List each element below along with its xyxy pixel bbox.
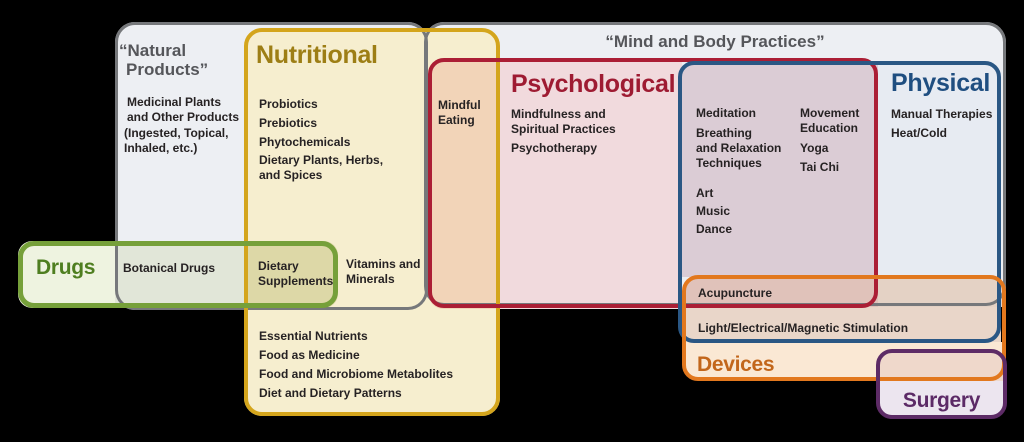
acupuncture-region-left — [683, 277, 878, 308]
medicinal-plants-label: Medicinal Plants and Other Products — [127, 95, 240, 124]
music-label: Music — [696, 204, 731, 218]
physical-fill — [878, 62, 1000, 277]
surgery-devices-overlap — [877, 350, 1006, 381]
food-as-medicine-label: Food as Medicine — [259, 348, 360, 362]
mindful-eating-region — [429, 59, 498, 309]
meditation-label: Meditation — [696, 106, 756, 120]
psychological-box — [428, 58, 878, 308]
dietary-supplements-label: Dietary Supplements — [258, 259, 334, 288]
mind-body-title: “Mind and Body Practices” — [605, 32, 825, 51]
nutritional-box — [244, 28, 500, 416]
mindfulness-label: Mindfulness and Spiritual Practices — [511, 107, 616, 136]
manual-therapies-label: Manual Therapies — [891, 107, 993, 121]
psychological-fill — [498, 59, 682, 309]
drugs-fill — [18, 241, 115, 308]
ingested-topical-label: (Ingested, Topical, Inhaled, etc.) — [124, 126, 229, 155]
light-stimulation-region — [683, 307, 1001, 342]
drugs-title: Drugs — [36, 256, 96, 279]
acupuncture-region-right — [878, 277, 1005, 307]
diet-patterns-label: Diet and Dietary Patterns — [259, 386, 402, 400]
psychological-physical-overlap — [682, 62, 878, 277]
breathing-relaxation-label: Breathing and Relaxation Techniques — [696, 126, 782, 170]
art-label: Art — [696, 186, 714, 200]
drugs-box — [18, 241, 338, 308]
vitamins-minerals-label: Vitamins and Minerals — [346, 257, 421, 286]
mindful-eating-label: Mindful Eating — [438, 98, 481, 127]
drugs-natural-overlap — [115, 241, 244, 308]
food-microbiome-label: Food and Microbiome Metabolites — [259, 367, 454, 381]
physical-box — [678, 61, 1001, 343]
movement-education-label: Movement Education — [800, 106, 860, 135]
yoga-label: Yoga — [800, 141, 829, 155]
heat-cold-label: Heat/Cold — [891, 126, 948, 140]
surgery-fill — [877, 381, 1006, 418]
probiotics-label: Probiotics — [259, 97, 318, 111]
tai-chi-label: Tai Chi — [800, 160, 840, 174]
prebiotics-label: Prebiotics — [259, 116, 318, 130]
psychological-title: Psychological — [511, 70, 676, 98]
psychotherapy-label: Psychotherapy — [511, 141, 598, 155]
devices-title: Devices — [697, 353, 775, 376]
phytochemicals-label: Phytochemicals — [259, 135, 351, 149]
devices-box — [682, 275, 1006, 381]
essential-nutrients-label: Essential Nutrients — [259, 329, 368, 343]
botanical-drugs-label: Botanical Drugs — [123, 261, 216, 275]
physical-title: Physical — [891, 69, 991, 97]
dance-label: Dance — [696, 222, 733, 236]
nutritional-title: Nutritional — [256, 41, 378, 69]
dietary-plants-label: Dietary Plants, Herbs, and Spices — [259, 153, 384, 182]
light-stimulation-label: Light/Electrical/Magnetic Stimulation — [698, 321, 909, 335]
acupuncture-label: Acupuncture — [698, 286, 773, 300]
surgery-title: Surgery — [902, 389, 981, 412]
natural-products-title: “Natural Products” — [119, 41, 209, 79]
surgery-box — [876, 349, 1007, 419]
